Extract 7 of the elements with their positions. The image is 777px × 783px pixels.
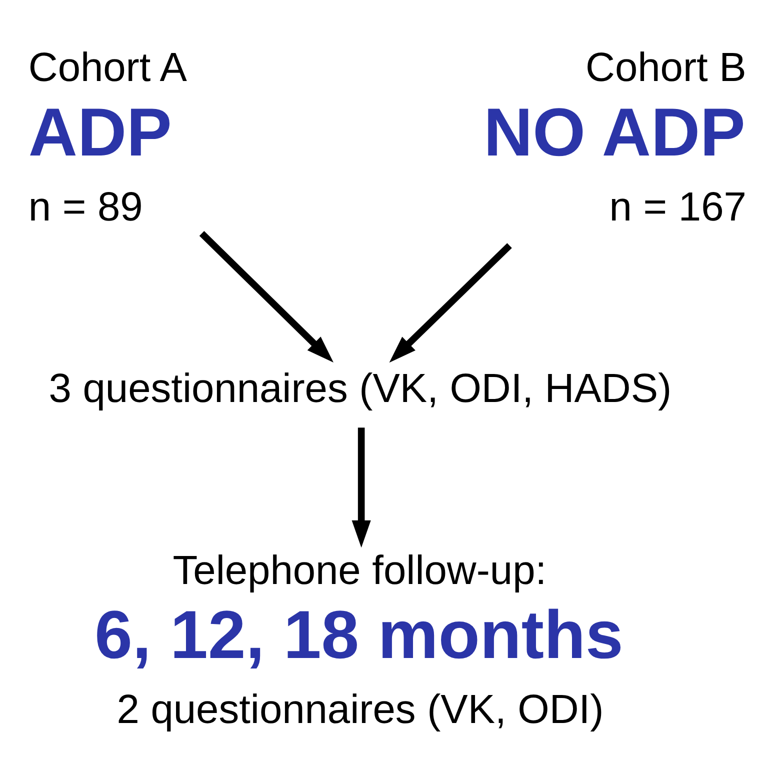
node-text: Cohort B NO ADP n = 167 (484, 44, 746, 230)
node-text: Cohort A ADP n = 89 (28, 44, 187, 230)
arrow (199, 231, 334, 363)
node-text: 3 questionnaires (VK, ODI, HADS) (48, 365, 672, 412)
node-text: Telephone follow-up: 6, 12, 18 months 2 questionnaires (VK, ODI) (94, 546, 624, 732)
arrow (389, 243, 512, 363)
arrow (352, 428, 371, 548)
